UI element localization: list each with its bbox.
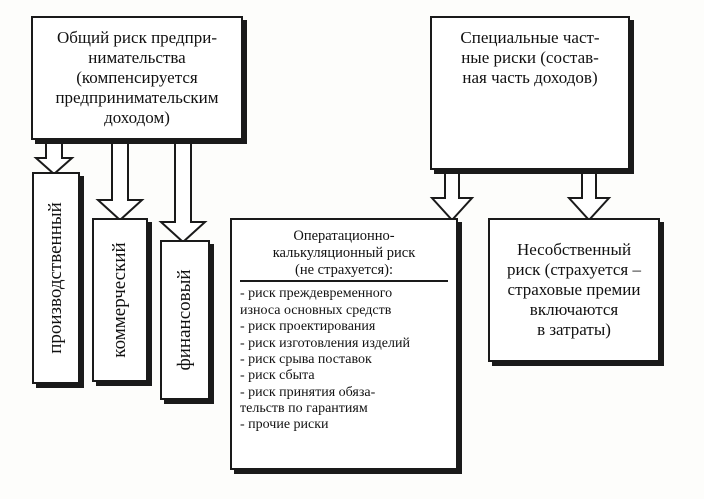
operational-risk-list: - риск преждевременного износа основных … bbox=[240, 286, 448, 433]
non-own-risk-box: Несобственный риск (страхуется – страхов… bbox=[488, 218, 660, 362]
production-risk-box: производственный bbox=[32, 172, 80, 384]
commercial-risk-box: коммерческий bbox=[92, 218, 148, 382]
arrow-to-production bbox=[33, 134, 75, 176]
arrow-to-operational bbox=[429, 167, 475, 222]
arrow-to-non-own bbox=[566, 167, 612, 222]
list-item: - риск изготовления изделий bbox=[240, 335, 410, 351]
list-item: - риск принятия обяза- тельств по гарант… bbox=[240, 384, 376, 417]
list-item: - риск сбыта bbox=[240, 368, 315, 384]
arrow-to-financial bbox=[158, 121, 208, 244]
general-risk-box: Общий риск предпри- нимательства (компен… bbox=[31, 16, 243, 140]
special-risks-box: Специальные част- ные риски (состав- ная… bbox=[430, 16, 630, 170]
list-item: - прочие риски bbox=[240, 417, 329, 433]
production-risk-label: производственный bbox=[45, 202, 66, 354]
commercial-risk-label: коммерческий bbox=[109, 242, 130, 358]
financial-risk-box: финансовый bbox=[160, 240, 210, 400]
operational-risk-title: Оператационно- калькуляционный риск (не … bbox=[272, 228, 416, 278]
special-risks-text: Специальные част- ные риски (состав- ная… bbox=[460, 28, 600, 88]
list-item: - риск проектирования bbox=[240, 319, 376, 335]
operational-risk-box: Оператационно- калькуляционный риск (не … bbox=[230, 218, 458, 470]
non-own-risk-text: Несобственный риск (страхуется – страхов… bbox=[507, 239, 641, 340]
financial-risk-label: финансовый bbox=[174, 269, 195, 371]
list-item: - риск преждевременного износа основных … bbox=[240, 286, 393, 318]
list-item: - риск срыва поставок bbox=[240, 351, 372, 367]
operational-risk-divider bbox=[240, 280, 448, 283]
general-risk-text: Общий риск предпри- нимательства (компен… bbox=[55, 27, 219, 128]
